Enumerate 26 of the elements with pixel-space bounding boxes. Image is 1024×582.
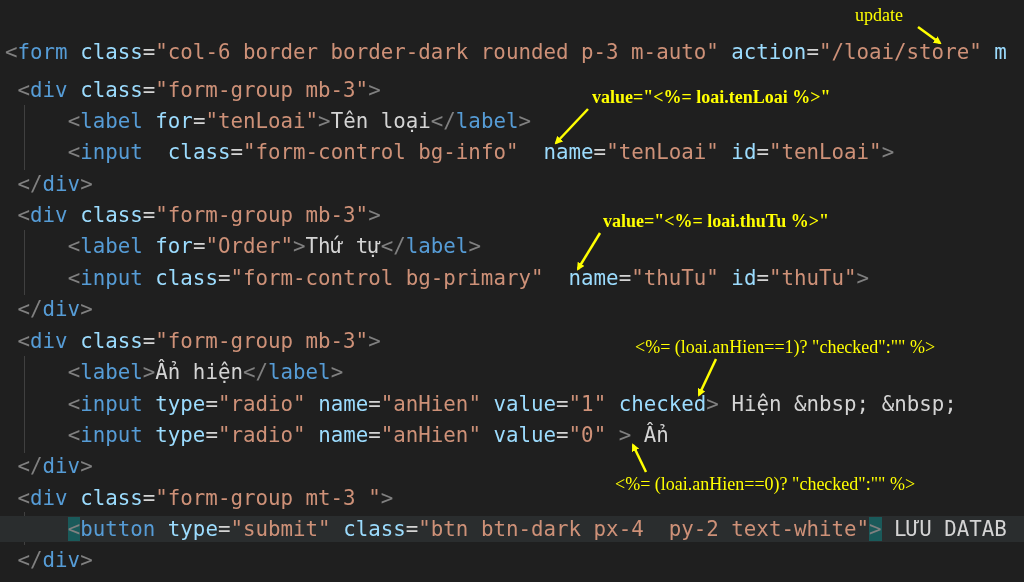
code-line: <input type="radio" name="anHien" value="0" > Ẩn bbox=[67, 422, 669, 448]
annotation-text: <%= (loai.anHien==1)? "checked":"" %> bbox=[635, 337, 936, 357]
leader-line bbox=[697, 358, 718, 397]
leader-line bbox=[576, 232, 602, 271]
code-line: <div class="form-group mb-3"> bbox=[17, 202, 381, 228]
code-line: <div class="form-group mb-3"> bbox=[17, 328, 381, 354]
code-line: </div> bbox=[17, 296, 93, 322]
leader-line bbox=[917, 26, 942, 45]
annotation-text: value="<%= loai.tenLoai %>" bbox=[592, 87, 831, 107]
code-line: <label for="Order">Thứ tự</label> bbox=[67, 233, 481, 259]
code-line: <div class="form-group mb-3"> bbox=[17, 77, 381, 103]
code-line: <input class="form-control bg-primary" name="thuTu" id="thuTu"> bbox=[67, 265, 870, 291]
code-line: <label for="tenLoai">Tên loại</label> bbox=[67, 108, 531, 134]
leader-line bbox=[554, 108, 589, 145]
code-line: <input class="form-control bg-info" name="tenLoai" id="tenLoai"> bbox=[67, 139, 895, 165]
code-line: </div> bbox=[17, 547, 93, 573]
code-line: </div> bbox=[17, 453, 93, 479]
code-line: <input type="radio" name="anHien" value="1" checked> Hiện &nbsp; &nbsp; bbox=[67, 391, 957, 417]
code-line: <form class="col-6 border border-dark rounded p-3 m-auto" action="/loai/store" m bbox=[5, 39, 1007, 65]
code-line: <div class="form-group mt-3 "> bbox=[17, 485, 394, 511]
annotation-text: value="<%= loai.thuTu %>" bbox=[603, 211, 829, 231]
annotation-text: <%= (loai.anHien==0)? "checked":"" %> bbox=[615, 474, 916, 494]
code-line: </div> bbox=[17, 171, 93, 197]
leader-line bbox=[631, 443, 648, 473]
code-line: <label>Ẩn hiện</label> bbox=[67, 359, 344, 385]
annotation-text: update bbox=[855, 5, 903, 25]
